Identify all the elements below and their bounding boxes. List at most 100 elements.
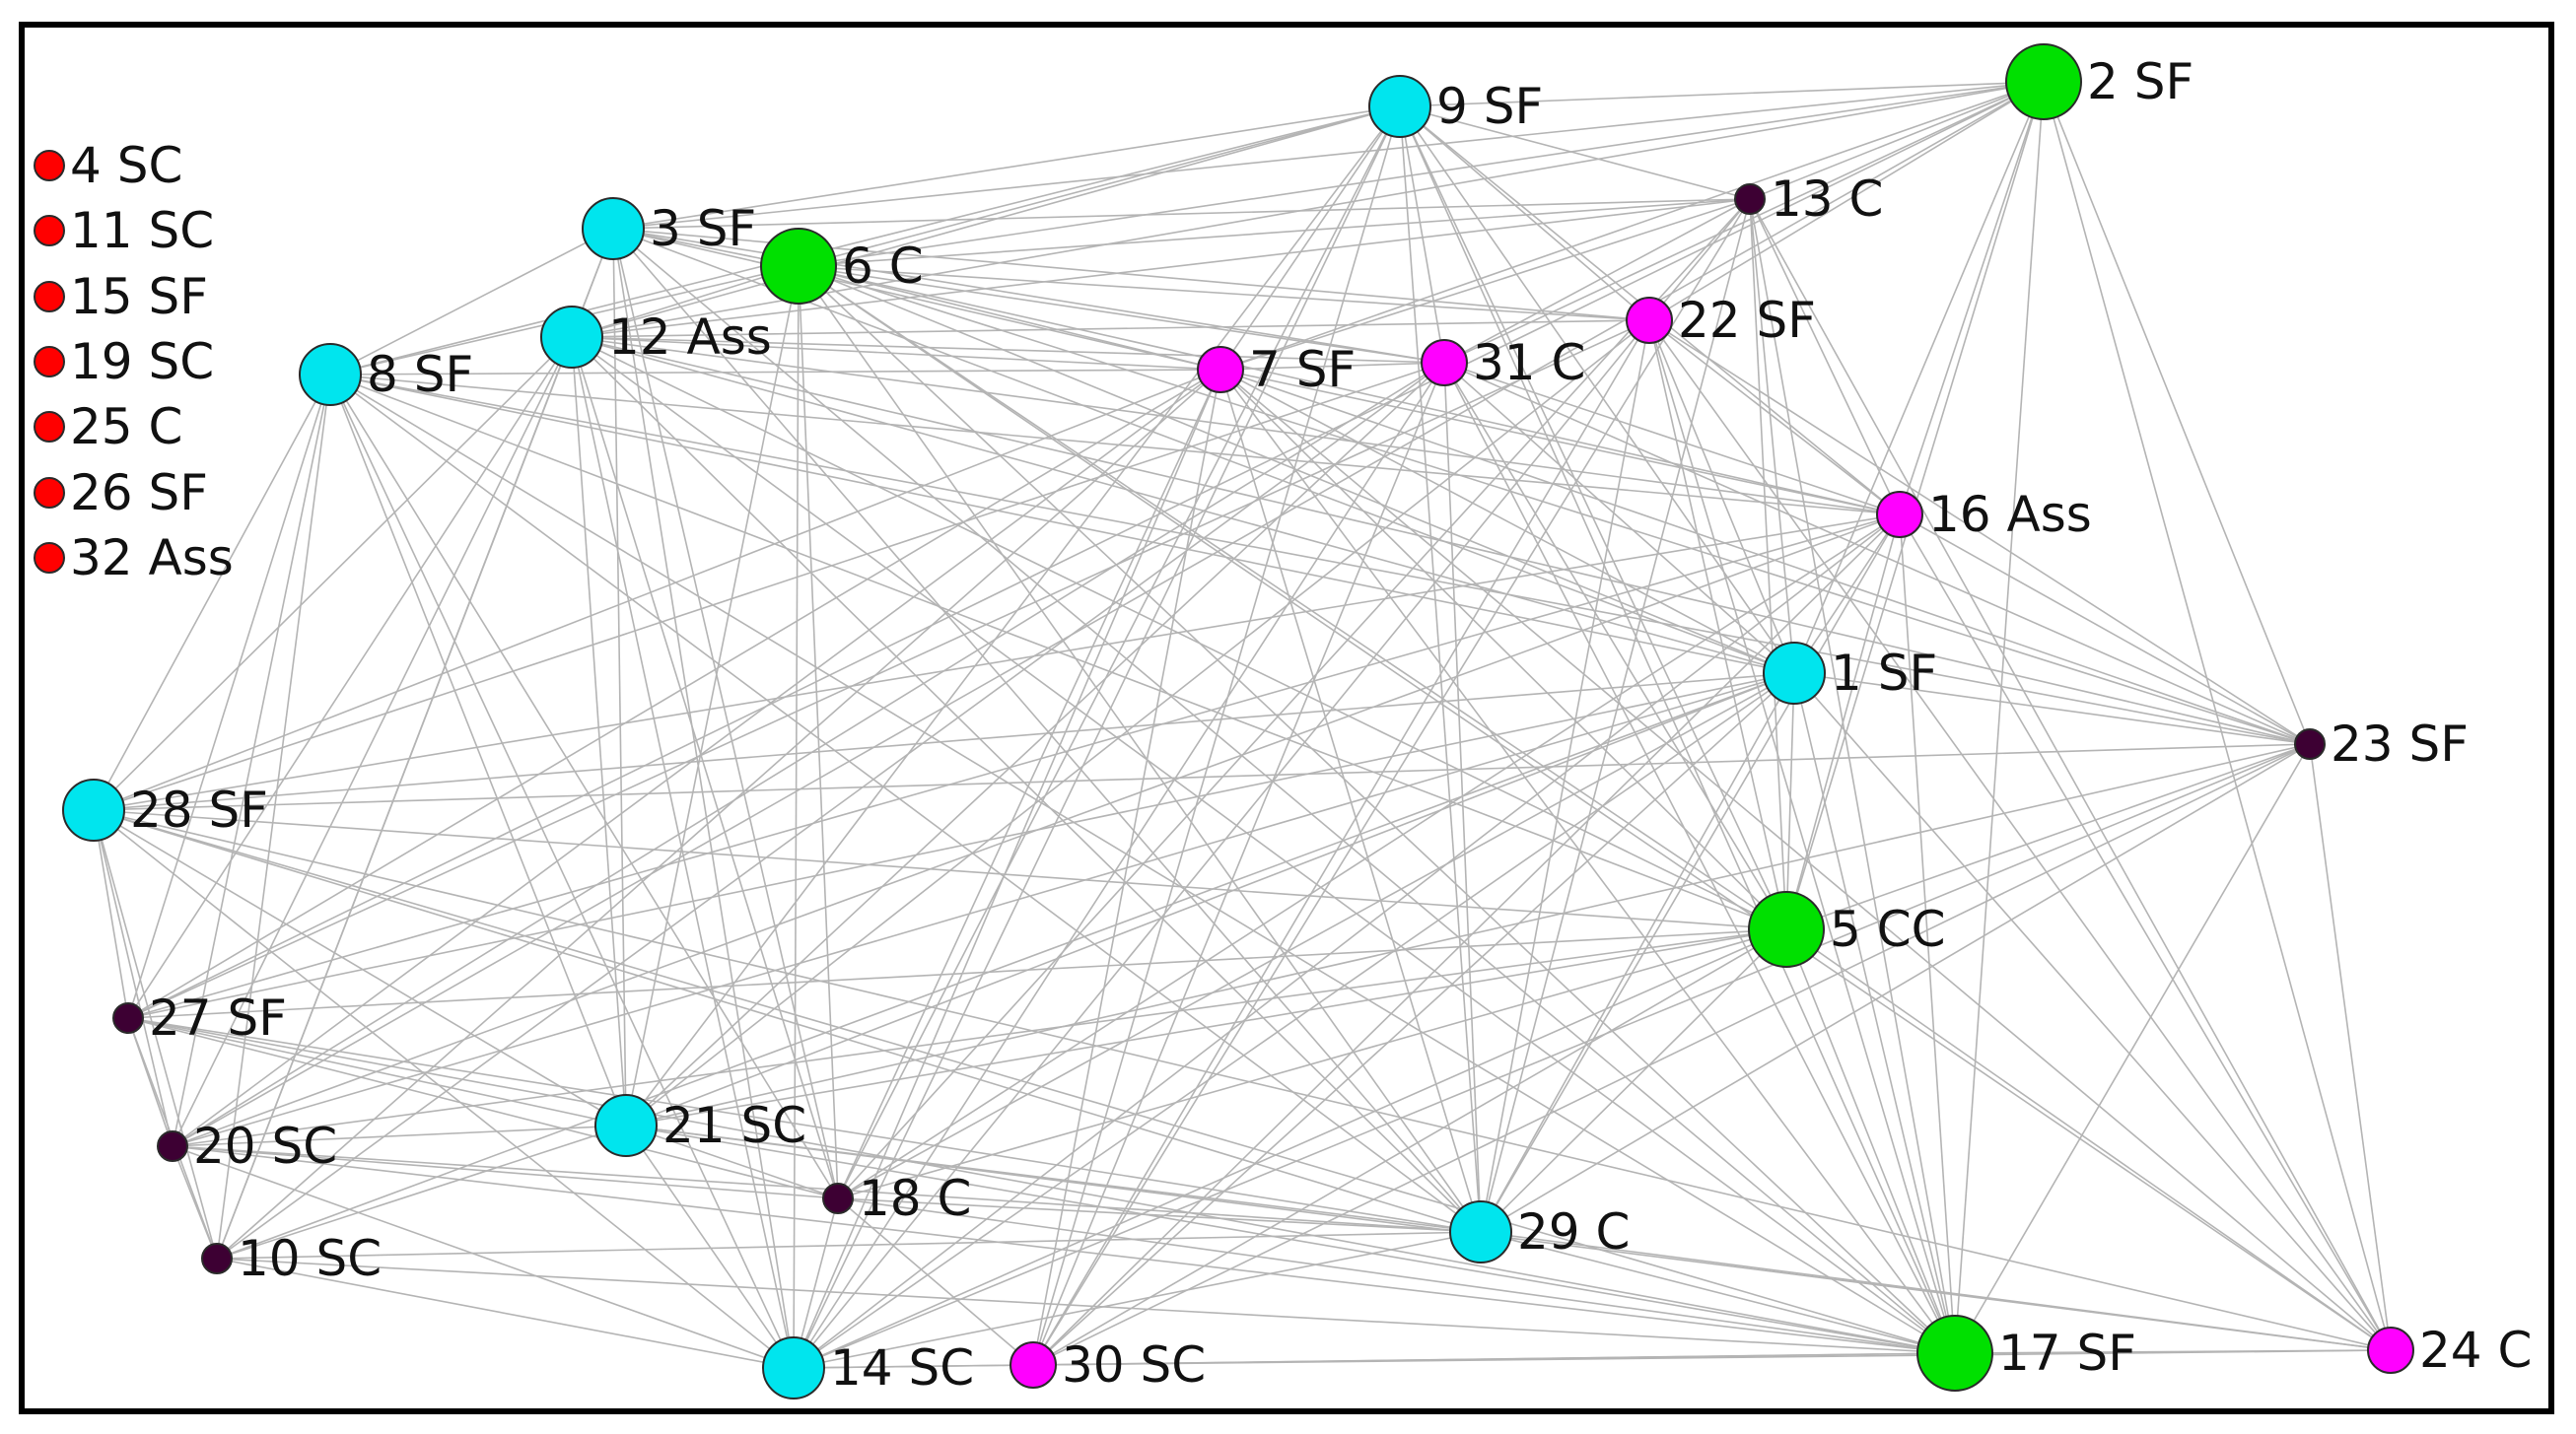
node-circle-5 bbox=[1748, 891, 1825, 968]
node-circle-9 bbox=[1368, 75, 1431, 138]
node-18: 18 C bbox=[822, 1170, 971, 1227]
edge-28-20 bbox=[93, 809, 174, 1147]
edge-1-30 bbox=[1032, 672, 1795, 1366]
node-circle-23 bbox=[2294, 728, 2326, 760]
node-label-8: 8 SF bbox=[367, 346, 473, 403]
node-circle-8 bbox=[299, 343, 362, 406]
node-circle-2 bbox=[2005, 43, 2082, 120]
edge-13-30 bbox=[1032, 198, 1751, 1366]
edge-1-10 bbox=[216, 672, 1795, 1260]
edge-23-24 bbox=[2309, 743, 2392, 1351]
node-circle-14 bbox=[762, 1336, 825, 1400]
edge-12-22 bbox=[571, 319, 1650, 338]
node-circle-1 bbox=[1763, 642, 1826, 705]
edge-20-17 bbox=[172, 1145, 1956, 1354]
edge-18-29 bbox=[837, 1197, 1482, 1233]
node-label-14: 14 SC bbox=[830, 1339, 974, 1397]
edge-7-18 bbox=[837, 369, 1221, 1199]
node-circle-10 bbox=[201, 1243, 233, 1274]
edge-7-28 bbox=[93, 369, 1221, 811]
node-circle-17 bbox=[1916, 1315, 1993, 1392]
edge-8-16 bbox=[329, 374, 1901, 515]
node-label-29: 29 C bbox=[1517, 1203, 1630, 1261]
node-label-7: 7 SF bbox=[1249, 341, 1356, 398]
edge-1-17 bbox=[1793, 672, 1956, 1354]
node-23: 23 SF bbox=[2294, 716, 2469, 773]
edge-12-29 bbox=[571, 336, 1482, 1233]
edge-layer bbox=[93, 81, 2392, 1369]
edge-28-29 bbox=[93, 809, 1482, 1233]
edge-22-27 bbox=[127, 319, 1650, 1019]
edge-20-21 bbox=[172, 1125, 627, 1147]
node-25: 25 C bbox=[34, 398, 182, 455]
edge-12-7 bbox=[571, 336, 1221, 371]
node-circle-28 bbox=[62, 779, 125, 842]
edge-13-6 bbox=[798, 198, 1751, 267]
node-label-18: 18 C bbox=[859, 1170, 971, 1227]
node-13: 13 C bbox=[1734, 171, 1883, 228]
node-label-15: 15 SF bbox=[70, 268, 208, 325]
node-1: 1 SF bbox=[1763, 642, 1937, 705]
node-24: 24 C bbox=[2367, 1322, 2532, 1379]
edge-8-27 bbox=[127, 374, 331, 1019]
edge-12-10 bbox=[216, 336, 573, 1260]
node-label-4: 4 SC bbox=[70, 137, 182, 194]
edge-6-18 bbox=[798, 265, 839, 1199]
edge-13-24 bbox=[1749, 198, 2392, 1351]
edge-29-24 bbox=[1480, 1231, 2392, 1351]
edge-27-17 bbox=[127, 1017, 1956, 1354]
edge-31-16 bbox=[1443, 362, 1901, 515]
node-label-11: 11 SC bbox=[70, 202, 214, 259]
edge-23-14 bbox=[793, 743, 2311, 1369]
edge-6-22 bbox=[798, 265, 1650, 321]
edge-16-17 bbox=[1899, 513, 1956, 1354]
edge-13-16 bbox=[1749, 198, 1901, 515]
edge-21-14 bbox=[625, 1125, 795, 1369]
edge-6-1 bbox=[798, 265, 1795, 674]
edge-5-14 bbox=[793, 928, 1787, 1369]
node-circle-22 bbox=[1626, 297, 1673, 344]
node-12: 12 Ass bbox=[540, 306, 772, 369]
edge-22-16 bbox=[1648, 319, 1901, 515]
edge-23-29 bbox=[1480, 743, 2311, 1233]
edge-1-24 bbox=[1793, 672, 2392, 1351]
edge-13-12 bbox=[571, 198, 1751, 338]
node-label-10: 10 SC bbox=[238, 1230, 382, 1287]
node-circle-30 bbox=[1010, 1341, 1057, 1389]
edge-8-1 bbox=[329, 374, 1795, 674]
edge-10-17 bbox=[216, 1258, 1956, 1354]
edge-3-14 bbox=[612, 228, 795, 1369]
node-circle-21 bbox=[594, 1094, 658, 1157]
node-15: 15 SF bbox=[34, 268, 208, 325]
edge-1-28 bbox=[93, 672, 1795, 811]
node-circle-13 bbox=[1734, 183, 1766, 215]
node-8: 8 SF bbox=[299, 343, 473, 406]
edge-6-31 bbox=[798, 265, 1445, 364]
edge-31-20 bbox=[172, 362, 1445, 1147]
edge-12-21 bbox=[571, 336, 627, 1127]
edge-22-23 bbox=[1648, 319, 2311, 745]
node-label-31: 31 C bbox=[1473, 334, 1585, 391]
edge-8-21 bbox=[329, 374, 627, 1127]
node-21: 21 SC bbox=[594, 1094, 806, 1157]
node-label-26: 26 SF bbox=[70, 464, 208, 521]
edge-3-8 bbox=[329, 228, 614, 376]
edge-8-28 bbox=[93, 374, 331, 811]
edge-22-21 bbox=[625, 319, 1650, 1127]
node-circle-25 bbox=[34, 411, 65, 443]
edge-23-30 bbox=[1032, 743, 2311, 1366]
edge-9-3 bbox=[612, 105, 1401, 230]
node-2: 2 SF bbox=[2005, 43, 2193, 120]
edge-23-17 bbox=[1954, 743, 2311, 1354]
edge-9-30 bbox=[1032, 105, 1401, 1366]
edge-1-27 bbox=[127, 672, 1795, 1019]
node-31: 31 C bbox=[1421, 334, 1585, 391]
node-label-16: 16 Ass bbox=[1928, 486, 2092, 543]
node-label-5: 5 CC bbox=[1830, 901, 1946, 958]
node-28: 28 SF bbox=[62, 779, 268, 842]
edge-2-6 bbox=[798, 81, 2045, 267]
edge-5-29 bbox=[1480, 928, 1787, 1233]
node-label-12: 12 Ass bbox=[608, 308, 772, 366]
edge-21-17 bbox=[625, 1125, 1956, 1354]
node-circle-4 bbox=[34, 150, 65, 181]
